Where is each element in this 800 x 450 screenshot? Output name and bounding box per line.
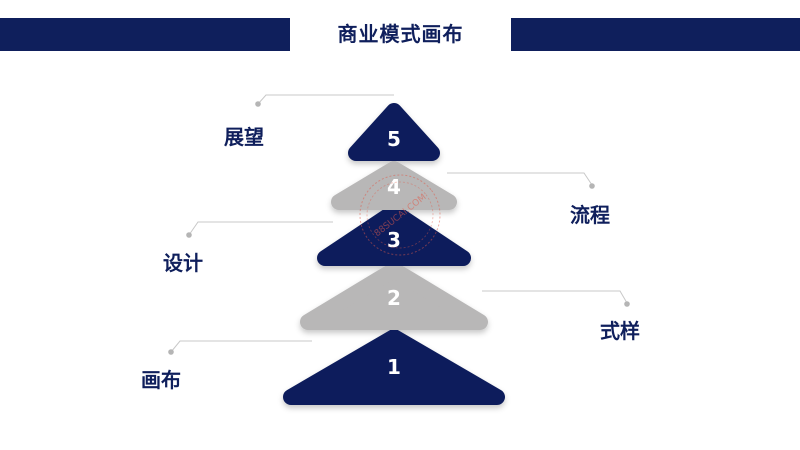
pyramid-tier-4 [331, 161, 457, 210]
tier-number-1: 1 [387, 355, 401, 379]
tier-number-5: 5 [387, 127, 401, 151]
pyramid-tier-5 [348, 103, 440, 161]
connector-dot-tier1 [168, 349, 174, 355]
connector-line-tier3 [188, 221, 333, 236]
label-tier5: 展望 [224, 125, 264, 149]
connector-line-tier2 [482, 290, 628, 304]
connector-dot-tier2 [624, 301, 630, 307]
connector-line-tier1 [170, 340, 312, 353]
connector-dot-tier4 [589, 183, 595, 189]
label-tier2: 式样 [600, 319, 640, 343]
label-tier3: 设计 [163, 251, 203, 275]
label-tier4: 流程 [570, 203, 610, 227]
pyramid-tier-1 [283, 329, 505, 405]
tier-number-3: 3 [387, 228, 401, 252]
connector-line-tier5 [257, 94, 394, 105]
connector-lines [170, 94, 628, 353]
title-bar-left [0, 18, 290, 51]
pyramid-tier-3 [317, 204, 471, 266]
slide-title: 商业模式画布 [337, 22, 464, 46]
connector-dot-tier5 [255, 101, 261, 107]
connector-line-tier4 [447, 172, 593, 186]
tier-number-2: 2 [387, 286, 401, 310]
label-tier1: 画布 [141, 368, 181, 392]
title-bar-right [511, 18, 800, 51]
connector-dots [168, 101, 630, 355]
tier-number-4: 4 [387, 175, 401, 199]
pyramid-tier-2 [300, 262, 488, 330]
connector-dot-tier3 [186, 232, 192, 238]
